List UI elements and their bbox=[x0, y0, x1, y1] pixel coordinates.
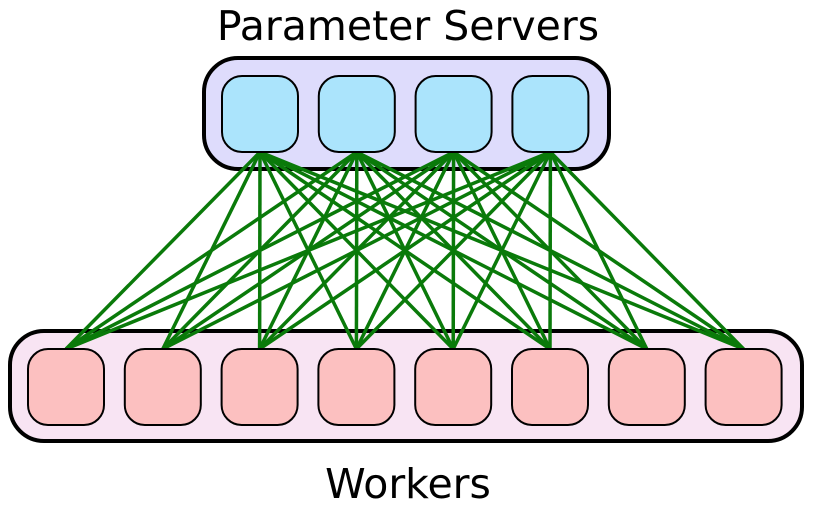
edge-server-4-worker-2 bbox=[162, 150, 552, 351]
worker-node-7 bbox=[607, 348, 686, 426]
worker-node-4 bbox=[317, 348, 396, 426]
server-node-1 bbox=[221, 75, 299, 153]
server-group-container bbox=[202, 56, 611, 171]
server-node-3 bbox=[414, 75, 493, 153]
workers-title: Workers bbox=[325, 460, 491, 506]
worker-node-2 bbox=[123, 348, 202, 426]
edge-server-2-worker-1 bbox=[65, 150, 358, 351]
server-node-4 bbox=[511, 75, 590, 153]
edge-server-4-worker-8 bbox=[549, 150, 745, 351]
server-nodes bbox=[221, 75, 590, 153]
worker-node-1 bbox=[27, 348, 105, 426]
edge-server-1-worker-1 bbox=[64, 150, 262, 351]
edge-server-4-worker-5 bbox=[451, 151, 552, 350]
parameter-servers-title: Parameter Servers bbox=[217, 2, 599, 50]
worker-group-container bbox=[8, 329, 804, 443]
edge-server-4-worker-3 bbox=[258, 150, 552, 351]
worker-node-5 bbox=[414, 348, 493, 426]
worker-node-3 bbox=[220, 348, 299, 426]
edge-server-4-worker-1 bbox=[65, 150, 552, 351]
worker-node-8 bbox=[704, 348, 783, 426]
worker-node-6 bbox=[511, 348, 589, 426]
edge-server-3-worker-1 bbox=[65, 150, 455, 351]
server-node-2 bbox=[317, 75, 396, 153]
edge-server-4-worker-4 bbox=[355, 150, 552, 351]
worker-nodes bbox=[27, 348, 783, 426]
edge-server-4-worker-7 bbox=[548, 151, 649, 350]
edges bbox=[64, 150, 745, 351]
